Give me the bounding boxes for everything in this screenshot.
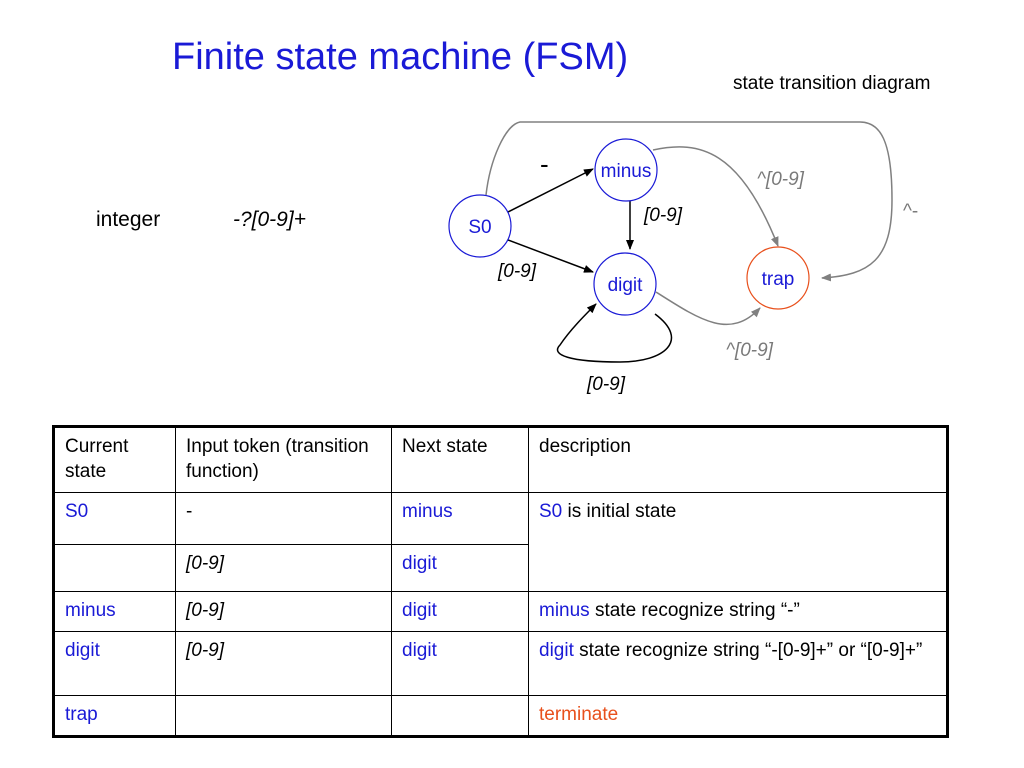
edge-label-s0-trap: ^- (903, 201, 918, 222)
state-trap: trap (746, 246, 810, 310)
cell-current: S0 (53, 492, 176, 545)
desc-text: state recognize string “-[0-9]+” or “[0-… (573, 640, 923, 661)
cell-next: digit (391, 591, 529, 632)
cell-input: [0-9] (175, 591, 392, 632)
regex-name: integer (96, 208, 161, 231)
state-digit-label: digit (608, 275, 644, 296)
header-input-token: Input token (transition function) (175, 426, 392, 493)
desc-text: is initial state (562, 501, 677, 522)
state-trap-label: trap (762, 269, 795, 290)
table-row: digit [0-9] digit digit state recognize … (53, 631, 948, 696)
edge-minus-trap (652, 146, 779, 247)
cell-input: [0-9] (175, 544, 392, 592)
state-s0: S0 (448, 194, 512, 258)
header-next-state: Next state (391, 426, 529, 493)
cell-current (53, 544, 176, 592)
edge-s0-minus (505, 168, 594, 214)
cell-input: - (175, 492, 392, 545)
state-minus: minus (594, 138, 658, 202)
header-current-state: Current state (53, 426, 176, 493)
table-row: [0-9] digit (53, 544, 948, 592)
state-minus-label: minus (601, 161, 652, 182)
state-transition-diagram: S0 minus digit trap - [0-9] [0-9] [0-9] … (448, 121, 918, 395)
cell-current: digit (53, 631, 176, 696)
cell-next: digit (391, 544, 529, 592)
cell-next: digit (391, 631, 529, 696)
desc-text: state recognize string “-” (589, 600, 800, 621)
cell-input (175, 695, 392, 737)
state-s0-label: S0 (468, 217, 491, 238)
edge-label-minus-trap: ^[0-9] (757, 169, 805, 190)
edge-s0-digit (507, 239, 594, 273)
edge-s0-trap (485, 121, 893, 282)
table-row: minus [0-9] digit minus state recognize … (53, 591, 948, 632)
edge-label-digit-trap: ^[0-9] (726, 340, 774, 361)
cell-next: minus (391, 492, 529, 545)
cell-description: digit state recognize string “-[0-9]+” o… (528, 631, 948, 696)
edge-label-s0-digit: [0-9] (497, 261, 537, 282)
cell-current: minus (53, 591, 176, 632)
desc-state: S0 (539, 501, 563, 522)
table-row: S0 - minus S0 is initial state (53, 492, 948, 592)
cell-input: [0-9] (175, 631, 392, 696)
transition-table: Current state Input token (transition fu… (52, 425, 949, 738)
page-title: Finite state machine (FSM) (172, 36, 629, 78)
state-digit: digit (593, 252, 657, 316)
cell-current: trap (53, 695, 176, 737)
edge-label-s0-minus: - (540, 149, 549, 179)
cell-description: minus state recognize string “-” (528, 591, 948, 632)
table-row: trap terminate (53, 695, 948, 737)
edge-label-digit-loop: [0-9] (586, 374, 626, 395)
cell-description: terminate (528, 695, 948, 737)
edge-label-minus-digit: [0-9] (643, 205, 683, 226)
edge-digit-loop (556, 303, 673, 363)
desc-state: minus (539, 600, 590, 621)
header-description: description (528, 426, 948, 493)
cell-description: S0 is initial state (528, 492, 948, 592)
table-header-row: Current state Input token (transition fu… (53, 426, 948, 493)
regex-expression: -?[0-9]+ (233, 208, 306, 231)
edge-digit-trap (655, 291, 761, 326)
desc-state: digit (539, 640, 574, 661)
diagram-subtitle: state transition diagram (733, 73, 931, 94)
cell-next (391, 695, 529, 737)
